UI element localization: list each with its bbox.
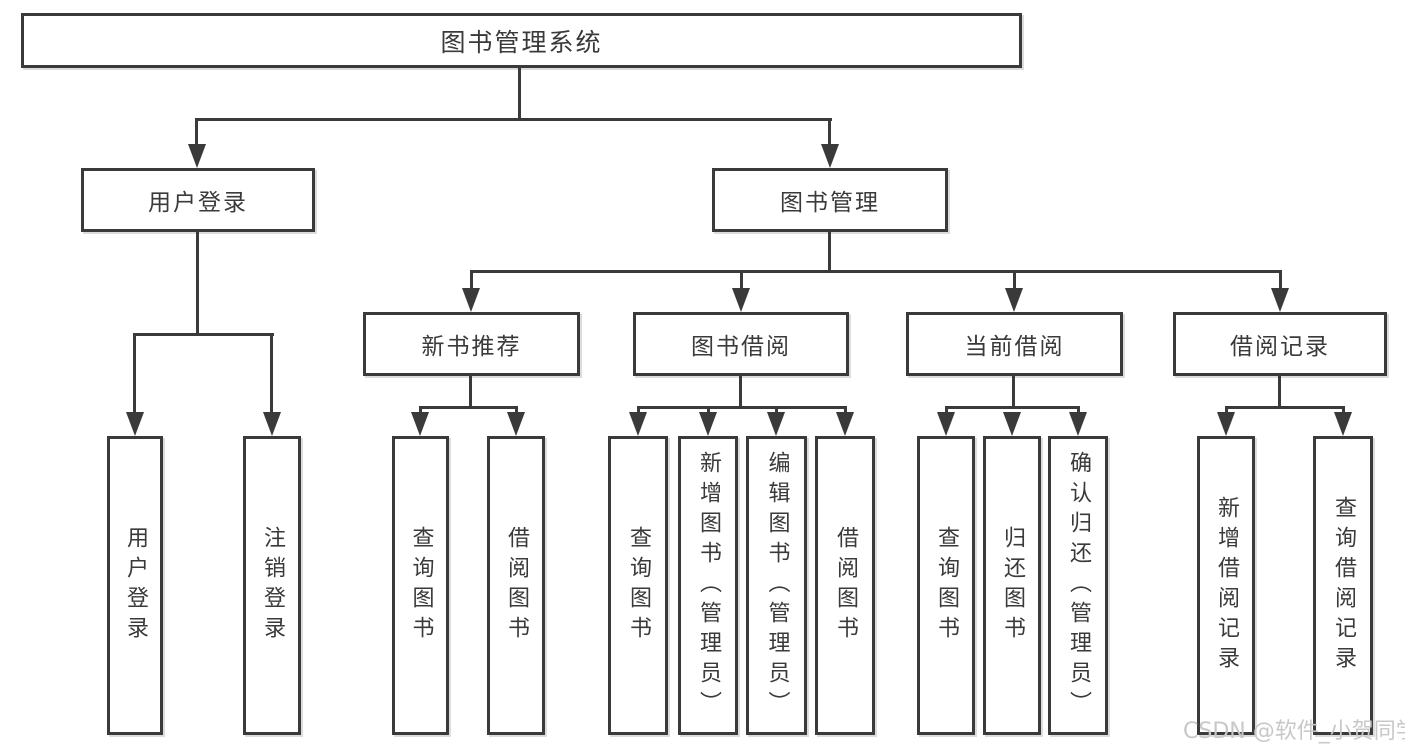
connector-line [1013, 270, 1016, 294]
arrow-down-icon [699, 412, 717, 436]
node-library-system: 图书管理系统 [21, 13, 1022, 68]
connector-line [470, 270, 1281, 273]
leaf-logout: 注销登录 [243, 436, 301, 735]
connector-line [469, 376, 472, 409]
connector-line [1278, 376, 1281, 409]
leaf-query-borrow-record: 查询借阅记录 [1313, 436, 1373, 735]
leaf-confirm-return-admin: 确认归还（管理员） [1048, 436, 1108, 735]
leaf-query-books-borrowing: 查询图书 [608, 436, 668, 735]
leaf-borrow-books-recommend: 借阅图书 [487, 436, 545, 735]
connector-line [419, 406, 518, 409]
arrow-down-icon [1003, 412, 1021, 436]
arrow-down-icon [1271, 288, 1289, 312]
leaf-user-login: 用户登录 [107, 436, 163, 735]
arrow-down-icon [1217, 412, 1235, 436]
arrow-down-icon [629, 412, 647, 436]
node-current-borrowing: 当前借阅 [906, 312, 1123, 376]
connector-line [740, 270, 743, 294]
arrow-down-icon [937, 412, 955, 436]
arrow-down-icon [462, 288, 480, 312]
connector-line [828, 118, 831, 150]
leaf-edit-book-admin: 编辑图书（管理员） [746, 436, 807, 735]
node-user-login: 用户登录 [81, 168, 315, 232]
arrow-down-icon [411, 412, 429, 436]
arrow-down-icon [263, 412, 281, 436]
connector-line [1012, 376, 1015, 409]
arrow-down-icon [1334, 412, 1352, 436]
node-book-borrowing: 图书借阅 [633, 312, 849, 376]
node-borrow-records: 借阅记录 [1173, 312, 1387, 376]
arrow-down-icon [821, 144, 839, 168]
connector-line [196, 232, 199, 335]
arrow-down-icon [1069, 412, 1087, 436]
leaf-return-book: 归还图书 [983, 436, 1041, 735]
connector-line [470, 270, 473, 294]
connector-line [945, 406, 1080, 409]
arrow-down-icon [507, 412, 525, 436]
connector-line [518, 68, 521, 120]
arrow-down-icon [1005, 288, 1023, 312]
leaf-query-books-current: 查询图书 [917, 436, 975, 735]
connector-line [195, 118, 832, 121]
connector-line [739, 376, 742, 409]
connector-line [1279, 270, 1282, 294]
connector-line [270, 333, 273, 416]
arrow-down-icon [188, 144, 206, 168]
connector-line [828, 232, 831, 273]
arrow-down-icon [767, 412, 785, 436]
node-new-book-recommend: 新书推荐 [363, 312, 580, 376]
connector-line [133, 333, 136, 416]
connector-line [133, 333, 274, 336]
connector-line [195, 118, 198, 150]
node-book-management: 图书管理 [712, 168, 948, 232]
connector-line [1225, 406, 1345, 409]
leaf-query-books-recommend: 查询图书 [392, 436, 449, 735]
leaf-add-book-admin: 新增图书（管理员） [678, 436, 738, 735]
arrow-down-icon [126, 412, 144, 436]
watermark: CSDN @软件_小贺同学 [1183, 719, 1405, 744]
leaf-add-borrow-record: 新增借阅记录 [1197, 436, 1255, 735]
leaf-borrow-books-borrowing: 借阅图书 [815, 436, 875, 735]
arrow-down-icon [836, 412, 854, 436]
arrow-down-icon [732, 288, 750, 312]
connector-line [637, 406, 847, 409]
